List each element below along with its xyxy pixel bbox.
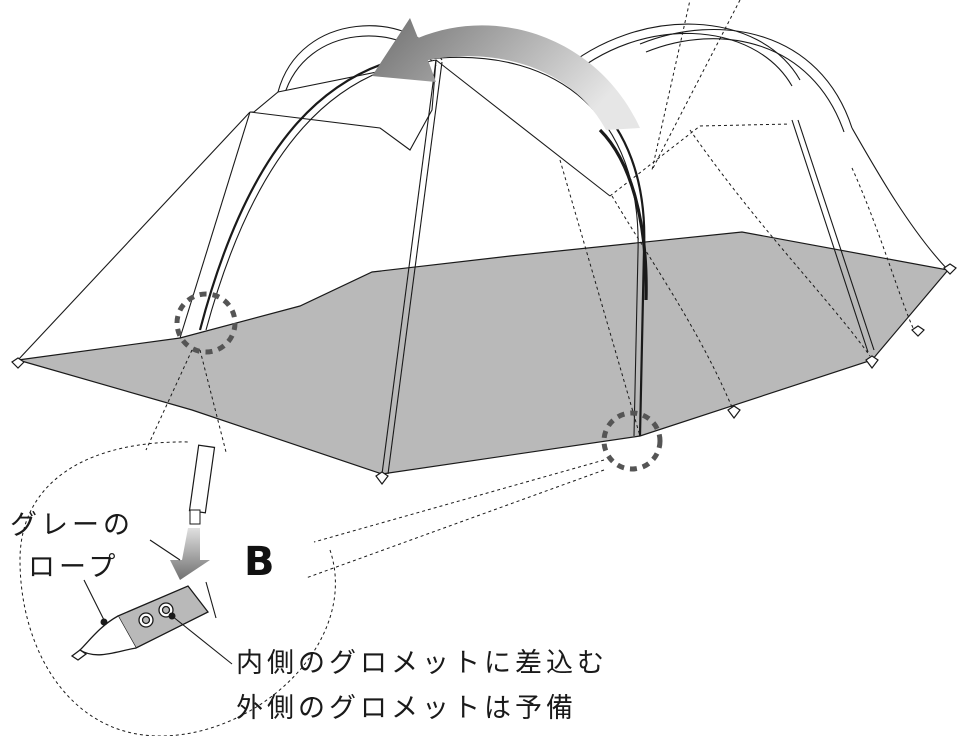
rotation-arrow [372,18,640,130]
label-rope-line2: ロープ [28,552,120,583]
highlight-circle-left [174,291,238,355]
label-rope-line1: グレーの [10,510,134,541]
pole-end-detail [170,444,216,580]
tent-floor [17,231,950,475]
highlight-circle-right [601,410,663,472]
leader-lines [83,539,233,665]
label-inner-grommet: 内側のグロメットに差込む [236,648,608,679]
label-outer-grommet: 外側のグロメットは予備 [236,693,577,724]
strap-detail [70,585,209,661]
detail-callout [19,349,605,736]
tent-stakes [11,263,957,485]
section-label-b: B [244,539,275,585]
back-hoops [277,23,949,353]
leader-dot-grommet [168,612,176,620]
hidden-lines [559,0,915,437]
leader-dot-rope [100,618,108,626]
